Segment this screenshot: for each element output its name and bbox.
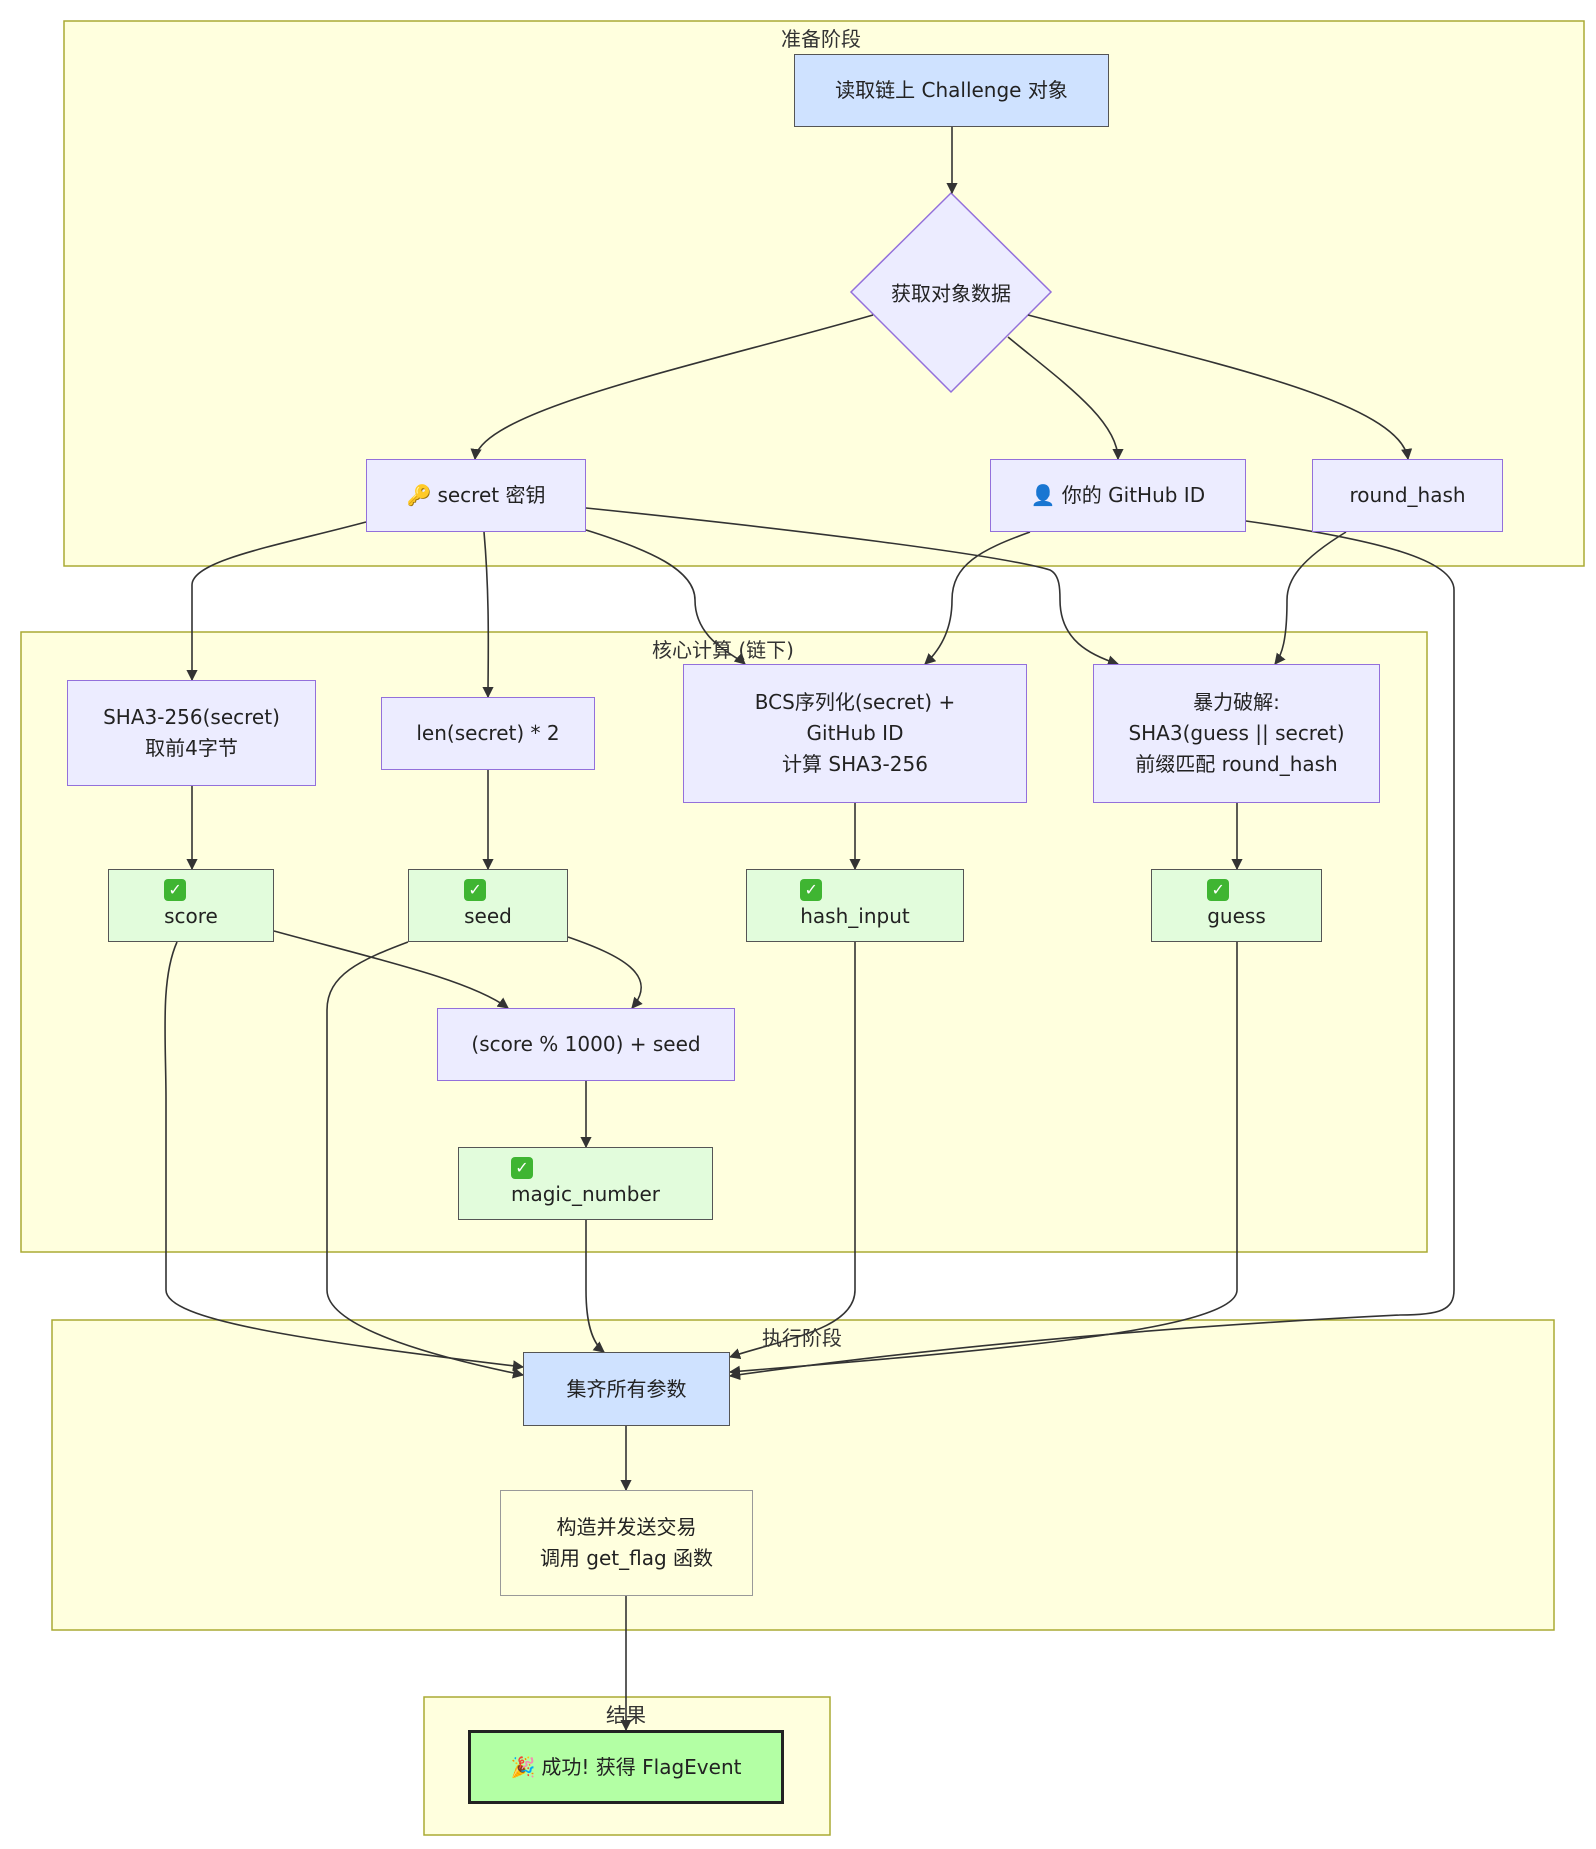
node-success-label: 成功! 获得 FlagEvent xyxy=(541,1754,742,1779)
node-seed: ✓ seed xyxy=(408,869,568,942)
node-guess: ✓ guess xyxy=(1151,869,1322,942)
subgraph-title-result: 结果 xyxy=(606,1703,646,1727)
node-magic-number: ✓ magic_number xyxy=(458,1147,713,1220)
node-secret: 🔑secret 密钥 xyxy=(366,459,586,532)
edge-guess-to-gather xyxy=(728,942,1238,1377)
node-brute-line2: SHA3(guess || secret) xyxy=(1128,721,1345,745)
node-len-secret-label: len(secret) * 2 xyxy=(416,721,560,745)
check-mark-icon: ✓ xyxy=(510,1157,533,1179)
edge-secret-to-sha3 xyxy=(186,521,367,682)
edge-seed-to-gather xyxy=(326,941,525,1379)
node-success: 🎉成功! 获得 FlagEvent xyxy=(468,1730,784,1804)
edge-score-to-gather xyxy=(164,941,525,1372)
node-send-tx-line2: 调用 get_flag 函数 xyxy=(539,1546,714,1570)
node-send-tx-line1: 构造并发送交易 xyxy=(556,1515,697,1539)
user-silhouette-icon: 👤 xyxy=(1030,483,1056,507)
node-guess-label: guess xyxy=(1207,904,1266,928)
node-gather: 集齐所有参数 xyxy=(523,1352,730,1426)
edge-hashinput-to-gather xyxy=(728,942,856,1360)
edge-fetch-to-secret xyxy=(470,314,874,461)
subgraph-title-exec: 执行阶段 xyxy=(762,1326,842,1350)
subgraph-exec-box xyxy=(51,1319,1555,1631)
key-icon: 🔑 xyxy=(406,483,432,507)
edge-github-to-bcs xyxy=(924,531,1031,665)
node-brute-line1: 暴力破解: xyxy=(1193,690,1280,714)
node-brute-line3: 前缀匹配 round_hash xyxy=(1135,752,1338,776)
node-round-hash: round_hash xyxy=(1312,459,1503,532)
edge-secret-to-brute xyxy=(585,507,1120,667)
subgraph-title-core: 核心计算 (链下) xyxy=(652,638,794,662)
node-sha3-secret-line1: SHA3-256(secret) xyxy=(103,705,280,729)
decision-diamond xyxy=(849,191,1053,394)
node-bcs-line3: 计算 SHA3-256 xyxy=(782,752,928,776)
node-read-challenge-label: 读取链上 Challenge 对象 xyxy=(835,78,1068,102)
node-bcs-line2: GitHub ID xyxy=(806,721,904,745)
edge-fetch-to-github xyxy=(1007,336,1124,461)
check-mark-icon: ✓ xyxy=(464,879,487,901)
edge-magic-to-gather xyxy=(585,1220,605,1353)
node-gather-label: 集齐所有参数 xyxy=(566,1376,687,1401)
edge-score-to-formula xyxy=(273,930,509,1009)
node-bcs: BCS序列化(secret) + GitHub ID 计算 SHA3-256 xyxy=(683,664,1027,803)
node-bcs-line1: BCS序列化(secret) + xyxy=(754,690,956,714)
node-len-secret: len(secret) * 2 xyxy=(381,697,595,770)
node-score-label: score xyxy=(164,904,218,928)
node-magic-formula: (score % 1000) + seed xyxy=(437,1008,735,1081)
edges xyxy=(164,127,1455,1732)
node-github-id: 👤你的 GitHub ID xyxy=(990,459,1246,532)
node-secret-label: secret 密钥 xyxy=(437,483,546,507)
node-fetch-data-label: 获取对象数据 xyxy=(891,281,1011,306)
edge-secret-to-len xyxy=(482,531,494,699)
node-sha3-secret: SHA3-256(secret) 取前4字节 xyxy=(67,680,316,786)
check-mark-icon: ✓ xyxy=(800,879,823,901)
node-send-tx: 构造并发送交易 调用 get_flag 函数 xyxy=(500,1490,753,1596)
check-mark-icon: ✓ xyxy=(164,879,187,901)
node-seed-label: seed xyxy=(464,904,512,928)
node-github-id-label: 你的 GitHub ID xyxy=(1061,483,1206,507)
node-sha3-secret-line2: 取前4字节 xyxy=(145,736,238,760)
node-hash-input-label: hash_input xyxy=(800,904,910,928)
edge-github-to-gather xyxy=(728,520,1455,1381)
node-brute-force: 暴力破解: SHA3(guess || secret) 前缀匹配 round_h… xyxy=(1093,664,1380,803)
edge-fetch-to-roundhash xyxy=(1027,314,1413,461)
subgraph-title-prep: 准备阶段 xyxy=(781,27,861,51)
edge-roundhash-to-brute xyxy=(1274,531,1347,665)
node-magic-number-label: magic_number xyxy=(510,1182,661,1206)
edge-secret-to-bcs xyxy=(585,529,746,665)
node-hash-input: ✓ hash_input xyxy=(746,869,964,942)
check-mark-icon: ✓ xyxy=(1207,879,1230,901)
party-popper-icon: 🎉 xyxy=(510,1754,536,1779)
node-magic-formula-label: (score % 1000) + seed xyxy=(471,1032,701,1056)
edge-seed-to-formula xyxy=(567,936,643,1009)
node-read-challenge: 读取链上 Challenge 对象 xyxy=(794,54,1109,127)
node-round-hash-label: round_hash xyxy=(1349,483,1466,507)
node-score: ✓ score xyxy=(108,869,274,942)
